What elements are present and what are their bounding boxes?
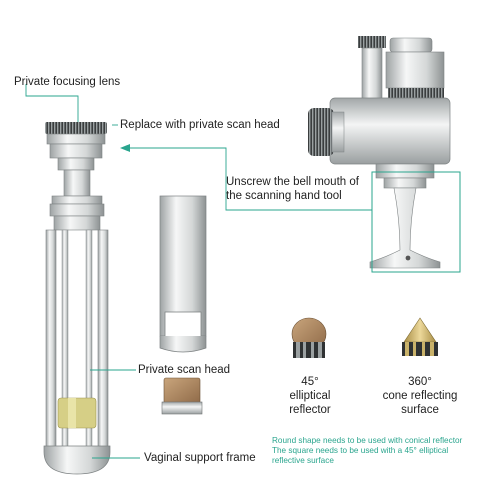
label-45-line3: reflector bbox=[289, 404, 331, 416]
label-360-line2: cone reflecting bbox=[382, 390, 458, 402]
label-45-line2: elliptical bbox=[289, 390, 331, 402]
leader-arrowhead bbox=[120, 144, 130, 152]
label-private-focusing-lens: Private focusing lens bbox=[14, 76, 121, 88]
square-reflector-small bbox=[161, 377, 203, 415]
support-rod-right bbox=[97, 229, 109, 449]
label-replace-scan-head: Replace with private scan head bbox=[120, 119, 280, 131]
leader-lines bbox=[25, 84, 372, 459]
cone-reflector-360 bbox=[402, 317, 438, 356]
note-line1: Round shape needs to be used with conica… bbox=[272, 436, 463, 445]
label-45-line1: 45° bbox=[301, 376, 319, 388]
inner-reflector bbox=[57, 397, 97, 429]
label-unscrew-line2: the scanning hand tool bbox=[226, 190, 342, 202]
label-360-line1: 360° bbox=[408, 376, 432, 388]
scanning-hand-tool bbox=[308, 36, 451, 269]
note-line3: reflective surface bbox=[272, 456, 334, 465]
bell-mouth bbox=[369, 187, 441, 269]
note-line2: The square needs to be used with a 45° e… bbox=[272, 446, 449, 455]
support-rod-left bbox=[45, 229, 57, 449]
elliptical-reflector-45 bbox=[291, 317, 327, 358]
focusing-lens-ring bbox=[45, 122, 107, 134]
label-360-line3: surface bbox=[401, 404, 439, 416]
bell-mouth-callout-box bbox=[371, 171, 461, 273]
dome-cap bbox=[43, 445, 111, 475]
label-vaginal-support-frame: Vaginal support frame bbox=[144, 452, 256, 464]
vaginal-support-assembly bbox=[43, 122, 111, 475]
private-scan-head-tube bbox=[159, 195, 207, 353]
label-unscrew-line1: Unscrew the bell mouth of bbox=[226, 176, 359, 188]
label-private-scan-head: Private scan head bbox=[138, 364, 231, 376]
